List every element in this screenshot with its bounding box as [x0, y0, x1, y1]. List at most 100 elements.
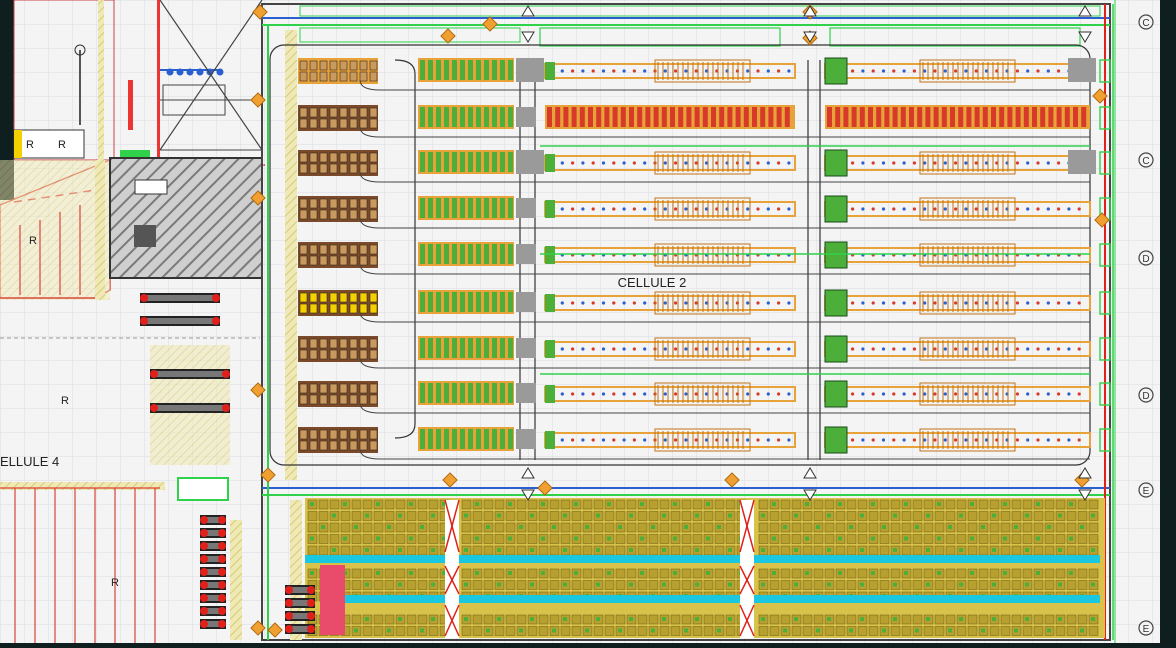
- cell-mark: [959, 513, 963, 518]
- storage-cell: [681, 568, 692, 579]
- cell-mark: [1036, 502, 1040, 506]
- forklift-trucks: [140, 293, 315, 634]
- cell-mark: [1091, 548, 1095, 552]
- forklift-truck-icon: [200, 619, 226, 629]
- storage-cell: [725, 626, 736, 636]
- storage-cell: [549, 580, 560, 590]
- storage-cell: [571, 545, 582, 556]
- storage-cell: [923, 522, 934, 533]
- rack-row-long: [544, 241, 1091, 269]
- cell-mark: [904, 536, 908, 541]
- storage-cell: [637, 545, 648, 556]
- cell-mark: [662, 548, 666, 552]
- storage-cell: [846, 614, 857, 625]
- storage-cell: [417, 534, 428, 544]
- rack-block-left: [298, 150, 378, 176]
- cell-mark: [1003, 502, 1007, 506]
- axis-bubble-icon: [1138, 387, 1154, 403]
- cyan-aisle: [345, 555, 1100, 563]
- cell-mark: [1080, 525, 1084, 529]
- dock-door-arrow-icon: [1078, 467, 1092, 479]
- dark-frame-left: [0, 0, 14, 200]
- cell-mark: [838, 502, 842, 506]
- storage-cell: [846, 580, 857, 590]
- cell-mark: [486, 525, 490, 529]
- cell-mark: [706, 571, 710, 575]
- forklift-truck-icon: [285, 598, 315, 608]
- cell-mark: [772, 502, 776, 506]
- cell-mark: [783, 628, 787, 633]
- forklift-truck-icon: [200, 554, 226, 564]
- cell-mark: [805, 502, 809, 506]
- storage-cell: [890, 534, 901, 544]
- storage-cell: [934, 545, 945, 556]
- cell-mark: [1025, 513, 1029, 518]
- rack-row-long: [516, 149, 1096, 177]
- storage-cell: [934, 522, 945, 533]
- storage-cell: [912, 614, 923, 625]
- cell-mark: [1091, 582, 1095, 587]
- room-equipment: [134, 225, 156, 247]
- storage-cell: [505, 626, 516, 636]
- storage-cell: [593, 568, 604, 579]
- forklift-truck-icon: [285, 585, 315, 595]
- cell-mark: [497, 617, 501, 621]
- dock-door-arrow-icon: [1078, 5, 1092, 17]
- storage-cell: [538, 545, 549, 556]
- storage-cell: [516, 568, 527, 579]
- storage-cell: [1011, 499, 1022, 510]
- cell-mark: [1091, 617, 1095, 621]
- storage-cell: [956, 568, 967, 579]
- storage-cell: [516, 499, 527, 510]
- axis-label: E: [1143, 486, 1150, 497]
- cell-mark: [871, 536, 875, 541]
- storage-cell: [835, 511, 846, 521]
- storage-cell: [1044, 614, 1055, 625]
- cell-mark: [882, 628, 886, 633]
- storage-cell: [857, 534, 868, 544]
- cyan-aisle: [345, 595, 1100, 603]
- rack-block-left: [298, 105, 378, 131]
- forklift-truck-icon: [200, 593, 226, 603]
- storage-cell: [373, 522, 384, 533]
- storage-cell: [934, 614, 945, 625]
- cell-mark: [508, 502, 512, 506]
- cell-mark: [607, 571, 611, 575]
- storage-cell: [472, 511, 483, 521]
- cell-mark: [431, 582, 435, 587]
- storage-cell: [615, 568, 626, 579]
- storage-cell: [967, 511, 978, 521]
- cell-mark: [321, 525, 325, 529]
- storage-cell: [604, 580, 615, 590]
- orange-diamond-marker-icon: [250, 620, 266, 636]
- storage-cell: [527, 534, 538, 544]
- orange-diamond-marker-icon: [250, 92, 266, 108]
- storage-cell: [802, 545, 813, 556]
- storage-cell: [648, 545, 659, 556]
- cell-mark: [915, 525, 919, 529]
- storage-cell: [483, 614, 494, 625]
- rack-row-long: [545, 105, 1090, 129]
- storage-cell: [703, 626, 714, 636]
- axis-bubble-d2: D: [1138, 387, 1154, 403]
- storage-cell: [1077, 614, 1088, 625]
- storage-cell: [967, 580, 978, 590]
- storage-cell: [1088, 499, 1099, 510]
- storage-cell: [406, 522, 417, 533]
- storage-cell: [1011, 511, 1022, 521]
- cell-mark: [860, 582, 864, 587]
- forklift-truck-icon: [140, 316, 220, 326]
- cell-mark: [827, 582, 831, 587]
- storage-cell: [351, 580, 362, 590]
- storage-cell: [681, 580, 692, 590]
- storage-cell: [780, 580, 791, 590]
- storage-cell: [681, 534, 692, 544]
- forklift-truck-icon: [200, 541, 226, 551]
- cell-mark: [354, 525, 358, 529]
- storage-cell: [604, 614, 615, 625]
- storage-cell: [626, 522, 637, 533]
- cell-mark: [860, 548, 864, 552]
- cell-mark: [849, 525, 853, 529]
- cell-mark: [651, 628, 655, 633]
- cell-mark: [794, 548, 798, 552]
